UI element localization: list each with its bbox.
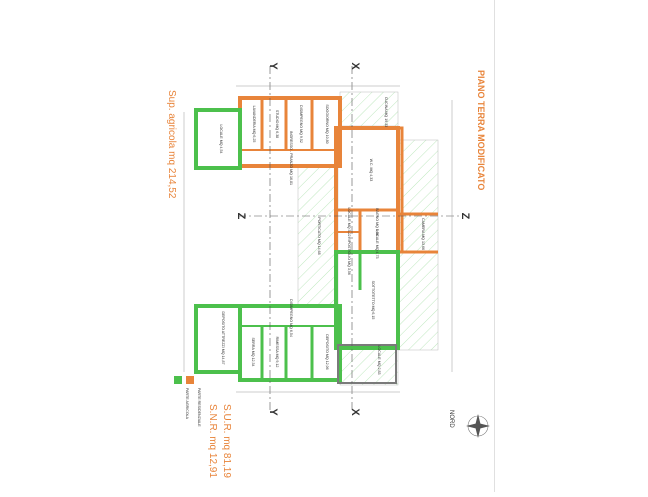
room-label: LOCALE MQ 2,83 — [377, 346, 381, 375]
residential-core-outline — [334, 126, 400, 254]
snr-total: S.N.R. mq 12,91 — [207, 404, 218, 478]
section-marker-z-right: Z — [459, 213, 471, 220]
drawing-title: PIANO TERRA MODIFICATO — [476, 70, 486, 190]
legend-swatch-agricultural — [174, 376, 182, 384]
room-label: SOGGIORNO MQ 10,80 — [325, 104, 329, 143]
room-label: RIPOSTIGLIO MQ 3,56 — [347, 237, 351, 275]
compass-icon — [466, 414, 490, 438]
agricultural-annex-bottom — [194, 304, 242, 374]
porch-right — [397, 139, 439, 351]
section-marker-y-top: Y — [267, 62, 279, 70]
room-label: DISIMPEGNO MQ 9,52 — [299, 105, 303, 143]
sheet-edge — [494, 0, 495, 492]
room-label: STUDIO MQ 6,38 — [275, 110, 279, 138]
dimension-lines — [183, 85, 453, 393]
legend: PARTE RESIDENZIALE PARTE AGRICOLA — [174, 376, 201, 427]
agricultural-small-room — [337, 344, 397, 384]
room-label: DISIMPEGNO MQ 6,54 — [289, 299, 293, 337]
surface-label: Sup. agricola mq 214,52 — [166, 90, 177, 199]
agricultural-annex-top — [194, 108, 242, 170]
sur-total: S.U.R. mq 81,19 — [221, 404, 232, 478]
porch-bottom — [339, 344, 399, 386]
room-label: LOCALE MQ 4,54 — [219, 125, 223, 154]
section-marker-x-bottom: X — [349, 408, 361, 416]
room-label: CAMERA MQ 13,66 — [421, 218, 425, 250]
room-label: LOCALE MQ 3,22 — [347, 208, 351, 237]
room-label: SOTTOTETTO MQ 6,15 — [371, 281, 375, 320]
agricultural-shed-outline — [334, 250, 400, 350]
section-marker-y-bottom: Y — [267, 408, 279, 416]
section-lines — [238, 66, 462, 412]
section-marker-x-top: X — [349, 62, 361, 70]
legend-label-agricultural: PARTE AGRICOLA — [185, 388, 189, 420]
room-label: DEPOSITO MQ 12,06 — [325, 334, 329, 369]
section-marker-z-left: Z — [235, 213, 247, 220]
room-label: RIMESSA MQ 9,12 — [275, 337, 279, 368]
legend-swatch-residential — [186, 376, 194, 384]
room-label: W.C. MQ 4,33 — [369, 159, 373, 182]
room-label: DEPOSITO ATTREZZI MQ 14,87 — [221, 312, 225, 365]
room-label: SERRA MQ 12,34 — [251, 338, 255, 367]
north-label: NORD — [448, 410, 454, 428]
room-label: BAGNO MQ 5,68 — [375, 208, 379, 236]
room-labels: LOCALE MQ 4,54 LAVANDERIA MQ 6,25 STUDIO… — [219, 97, 425, 375]
room-label: CUCINA MQ 19,33 — [384, 97, 388, 127]
porch-top — [339, 91, 399, 127]
room-label: LAVANDERIA MQ 6,25 — [252, 106, 256, 143]
room-label: INGRESSO - PRANZO MQ 16,81 — [289, 131, 293, 185]
room-label: LOCALE MQ 4,73 — [375, 230, 379, 259]
agricultural-walls — [194, 108, 400, 384]
north-arrow: NORD — [448, 410, 490, 438]
room-label: PORTICATO MQ 14,68 — [317, 217, 321, 254]
legend-label-residential: PARTE RESIDENZIALE — [197, 388, 201, 427]
agricultural-wing-outline — [238, 304, 342, 382]
